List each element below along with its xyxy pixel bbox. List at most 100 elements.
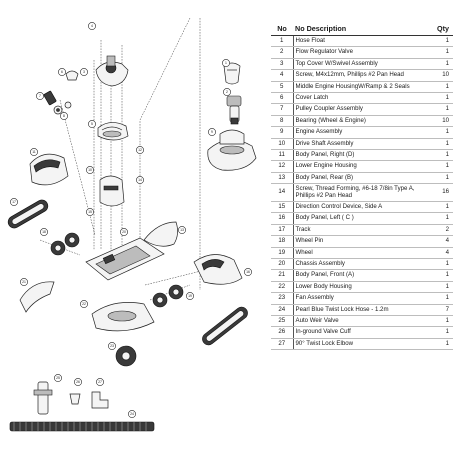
part-qty-cell: 7 — [425, 304, 453, 317]
bearing-part — [53, 105, 63, 115]
svg-text:18: 18 — [42, 230, 46, 234]
part-description-cell: Pulley Coupler Assembly — [293, 103, 425, 116]
svg-text:5: 5 — [91, 122, 93, 126]
callout-10: 10 — [86, 166, 94, 174]
part-number-cell: 22 — [271, 281, 294, 294]
part-qty-cell: 4 — [425, 247, 453, 260]
track-left-part — [7, 199, 49, 229]
callout-25: 25 — [54, 374, 62, 382]
part-number-cell: 8 — [271, 115, 294, 128]
part-number-cell: 6 — [271, 92, 294, 105]
part-qty-cell: 1 — [425, 138, 453, 150]
part-number-cell: 12 — [271, 160, 294, 173]
column-header-qty: Qty — [425, 24, 453, 36]
part-number-cell: 4 — [271, 69, 294, 82]
callout-20: 20 — [120, 228, 128, 236]
svg-text:2: 2 — [226, 90, 228, 94]
svg-text:9: 9 — [211, 130, 213, 134]
callout-19: 19 — [186, 292, 194, 300]
svg-text:1: 1 — [225, 61, 227, 65]
svg-text:4: 4 — [91, 24, 93, 28]
svg-text:26: 26 — [76, 380, 80, 384]
callout-23: 23 — [108, 342, 116, 350]
part-number-cell: 9 — [271, 126, 294, 139]
callout-1: 1 — [222, 59, 230, 67]
part-number-cell: 25 — [271, 315, 294, 328]
part-qty-cell: 1 — [425, 269, 453, 282]
lower-engine-housing-part — [101, 126, 123, 131]
part-qty-cell: 4 — [425, 235, 453, 248]
part-number-cell: 21 — [271, 269, 294, 282]
part-description-cell: Wheel — [293, 247, 425, 260]
part-description-cell: Drive Shaft Assembly — [293, 138, 425, 150]
part-description-cell: Chassis Assembly — [293, 258, 425, 271]
track-right-part — [202, 306, 248, 346]
part-qty-cell: 1 — [425, 292, 453, 305]
body-panel-rear-part — [143, 221, 178, 247]
part-qty-cell: 1 — [425, 315, 453, 328]
callout-3: 3 — [80, 68, 88, 76]
wheels-right-part — [152, 284, 184, 308]
svg-text:23: 23 — [110, 344, 114, 348]
body-panel-left-part — [193, 254, 243, 285]
engine-assembly-part — [207, 129, 257, 171]
part-callouts: 1 2 3 4 5 6 7 8 9 10 11 12 13 14 15 16 1… — [10, 22, 252, 418]
part-number-cell: 16 — [271, 212, 294, 225]
part-description-cell: Body Panel, Right (D) — [293, 149, 425, 162]
part-description-cell: In-ground Valve Cuff — [293, 326, 425, 339]
part-description-cell: Body Panel, Rear (B) — [293, 172, 425, 185]
table-header-row: No No Description Qty — [271, 24, 453, 36]
svg-text:15: 15 — [88, 210, 92, 214]
svg-text:12: 12 — [138, 148, 142, 152]
svg-text:13: 13 — [180, 228, 184, 232]
callout-6: 6 — [58, 68, 66, 76]
body-panel-front-part — [19, 281, 55, 313]
part-qty-cell: 1 — [425, 212, 453, 225]
part-description-cell: Direction Control Device, Side A — [293, 201, 425, 214]
lower-body-housing-part — [91, 302, 155, 332]
chassis-assembly-part — [85, 237, 165, 281]
part-qty-cell: 1 — [425, 281, 453, 294]
part-description-cell: Fan Assembly — [293, 292, 425, 305]
part-description-cell: Engine Assembly — [293, 126, 425, 139]
part-qty-cell: 1 — [425, 149, 453, 162]
drive-shaft-part — [99, 175, 125, 207]
callout-26: 26 — [74, 378, 82, 386]
part-number-cell: 13 — [271, 172, 294, 185]
part-description-cell: Flow Regulator Valve — [293, 46, 425, 59]
callout-4: 4 — [88, 22, 96, 30]
exploded-parts-diagram: 1 2 3 4 5 6 7 8 9 10 11 12 13 14 15 16 1… — [7, 17, 257, 432]
part-qty-cell: 1 — [425, 172, 453, 185]
part-description-cell: Body Panel, Front (A) — [293, 269, 425, 282]
part-number-cell: 10 — [271, 138, 294, 150]
part-number-cell: 14 — [271, 183, 294, 203]
callout-21: 21 — [20, 278, 28, 286]
part-description-cell: Cover Latch — [293, 92, 425, 105]
part-qty-cell: 1 — [425, 338, 453, 351]
callout-8: 8 — [60, 112, 68, 120]
flow-regulator-valve-part — [226, 95, 242, 125]
part-qty-cell: 1 — [425, 201, 453, 214]
body-panel-right-part — [29, 153, 69, 186]
part-qty-cell: 1 — [425, 103, 453, 116]
callout-27: 27 — [96, 378, 104, 386]
svg-text:3: 3 — [83, 70, 85, 74]
inground-valve-cuff-part — [69, 393, 81, 405]
svg-text:27: 27 — [98, 380, 102, 384]
part-description-cell: 90° Twist Lock Elbow — [293, 338, 425, 351]
